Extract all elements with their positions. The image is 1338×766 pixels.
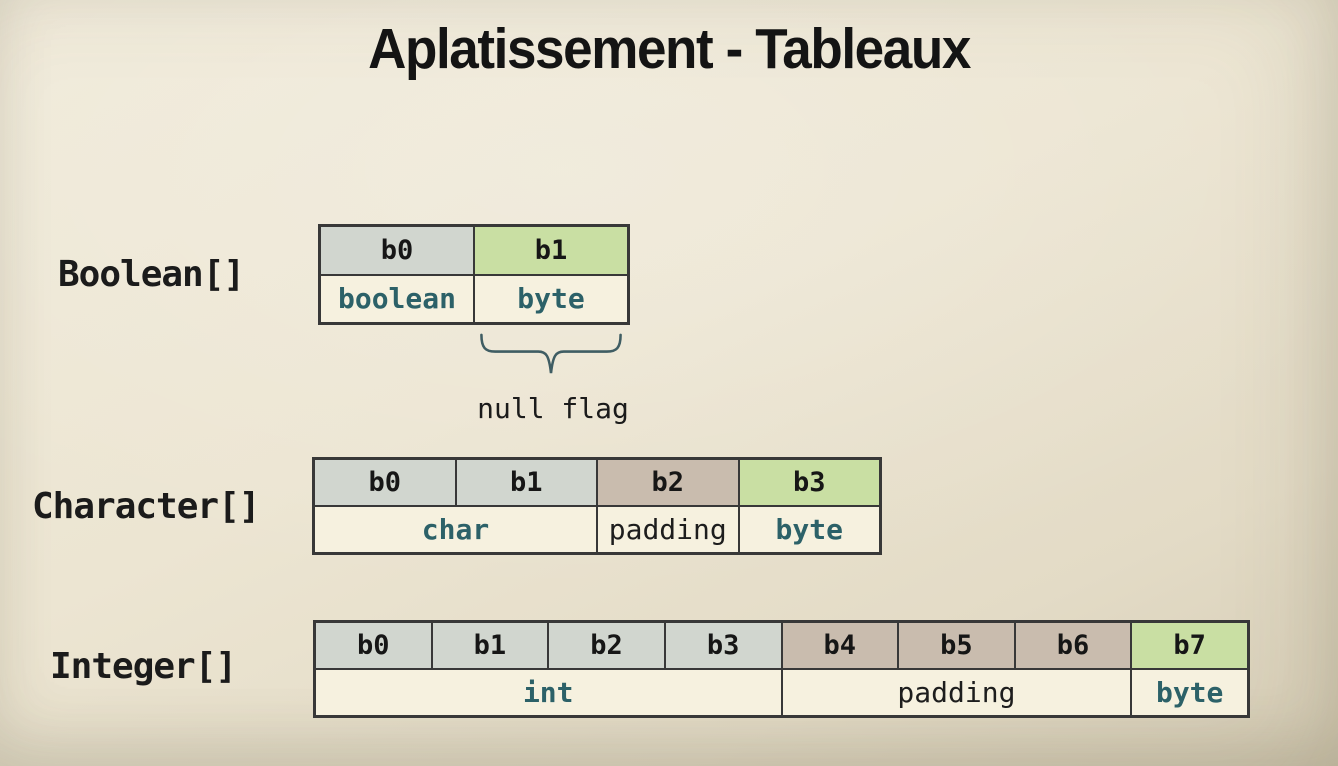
field-cell-char: char [315,507,596,552]
field-cell-padding: padding [782,670,1131,715]
byte-cell-b5: b5 [899,623,1014,668]
byte-cell-b0: b0 [316,623,431,668]
byte-cell-b3: b3 [739,460,879,505]
byte-cell-b2: b2 [598,460,738,505]
byte-cell-b2: b2 [549,623,664,668]
byte-cell-b4: b4 [782,623,898,668]
byte-cell-b3: b3 [665,623,781,668]
array-type-label-boolean: Boolean[] [58,254,245,295]
field-cell-int: int [316,670,781,715]
byte-cell-b0: b0 [315,460,455,505]
slide-title: Aplatissement - Tableaux [368,17,971,81]
byte-cell-b0: b0 [321,227,473,274]
byte-cell-b1: b1 [475,227,627,274]
byte-cell-b7: b7 [1132,623,1247,668]
field-cell-boolean: boolean [321,275,473,322]
brace-icon [480,333,622,374]
array-type-label-integer: Integer[] [50,646,237,687]
field-cell-byte: byte [475,275,627,322]
null-flag-annotation: null flag [477,392,629,425]
byte-cell-b1: b1 [432,623,548,668]
byte-cell-b6: b6 [1015,623,1131,668]
byte-cell-b1: b1 [456,460,596,505]
array-type-label-character: Character[] [32,486,260,527]
field-cell-padding: padding [598,507,738,552]
field-cell-byte: byte [739,507,879,552]
field-cell-byte: byte [1132,670,1247,715]
